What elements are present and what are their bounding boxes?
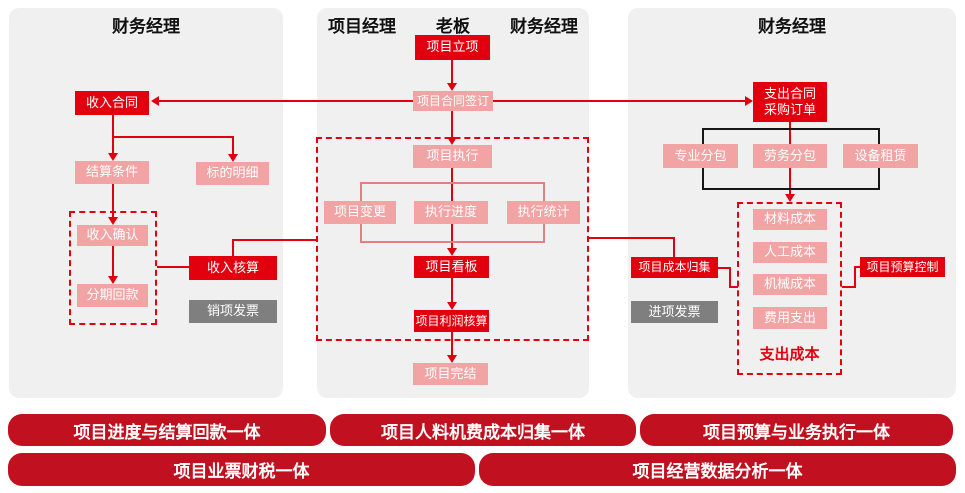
expense-contract-line1: 支出合同 <box>763 85 816 101</box>
arrowhead-into-expense-contract <box>745 96 753 106</box>
node-professional-subcontract: 专业分包 <box>663 144 738 168</box>
arrowhead-into-project-kanban <box>447 248 457 256</box>
flow-line <box>112 114 114 138</box>
middle-title-boss: 老板 <box>436 17 470 36</box>
panel-income-finance <box>9 8 283 398</box>
middle-title-finance-manager: 财务经理 <box>510 17 578 36</box>
arrowhead-into-project-execution <box>447 137 457 145</box>
banner-cost-collection: 项目人料机费成本归集一体 <box>330 414 636 446</box>
node-subject-detail: 标的明细 <box>196 162 269 185</box>
node-execution-statistics: 执行统计 <box>507 201 580 224</box>
node-input-invoice: 进项发票 <box>631 301 718 323</box>
flow-line <box>451 60 453 84</box>
arrowhead-into-project-completion <box>447 355 457 363</box>
right-panel-title: 财务经理 <box>758 17 826 36</box>
flow-line <box>112 184 114 217</box>
flow-line <box>729 267 731 288</box>
node-labor-subcontract: 劳务分包 <box>753 144 827 168</box>
expense-cost-group-box <box>737 202 842 375</box>
flow-line <box>854 266 856 288</box>
node-contract-signing: 项目合同签订 <box>413 91 493 111</box>
flow-line <box>451 278 453 303</box>
flow-line <box>112 136 234 138</box>
flow-line <box>232 239 234 257</box>
flow-line <box>854 266 861 268</box>
node-project-change: 项目变更 <box>324 201 396 224</box>
node-expense-outlay: 费用支出 <box>753 307 827 329</box>
expense-cost-label: 支出成本 <box>759 346 820 363</box>
node-cost-collection: 项目成本归集 <box>631 257 718 278</box>
node-project-execution: 项目执行 <box>413 145 492 168</box>
flow-line <box>157 266 189 268</box>
arrowhead-into-installment <box>108 276 118 284</box>
flow-line <box>718 267 731 269</box>
flow-line <box>112 245 114 276</box>
node-installment-collection: 分期回款 <box>77 284 148 307</box>
flow-line <box>842 286 856 288</box>
node-project-initiation: 项目立项 <box>415 35 490 60</box>
flow-line <box>493 100 746 102</box>
arrowhead-into-subject-detail <box>228 154 238 162</box>
project-execution-group-box <box>316 137 589 341</box>
middle-title-project-manager: 项目经理 <box>328 17 396 36</box>
middle-panel-titles: 项目经理 老板 财务经理 <box>317 12 589 37</box>
left-panel-title: 财务经理 <box>112 17 180 36</box>
flow-line <box>729 286 738 288</box>
node-profit-accounting: 项目利润核算 <box>414 310 489 332</box>
node-project-completion: 项目完结 <box>413 363 488 385</box>
node-project-kanban: 项目看板 <box>414 256 489 278</box>
banner-progress-settlement: 项目进度与结算回款一体 <box>8 414 326 446</box>
arrowhead-into-income-contract <box>151 96 159 106</box>
arrowhead-into-expense-costs <box>785 194 795 202</box>
arrowhead-into-contract-signing <box>447 83 457 91</box>
node-income-accounting: 收入核算 <box>189 256 277 280</box>
arrowhead-into-profit-accounting <box>447 302 457 310</box>
flow-line <box>451 110 453 138</box>
arrowhead-into-settlement-terms <box>108 153 118 161</box>
banner-budget-execution: 项目预算与业务执行一体 <box>640 414 953 446</box>
expense-contract-line2: 采购订单 <box>763 102 816 117</box>
node-settlement-terms: 结算条件 <box>75 161 149 184</box>
banner-invoice-tax: 项目业票财税一体 <box>8 453 475 486</box>
node-equipment-rental: 设备租赁 <box>843 144 918 168</box>
node-income-contract: 收入合同 <box>75 91 149 115</box>
node-execution-progress: 执行进度 <box>414 201 488 224</box>
income-confirm-group-box <box>69 211 157 325</box>
node-expense-contract: 支出合同 采购订单 <box>753 82 827 122</box>
node-income-confirm: 收入确认 <box>77 225 148 246</box>
flow-line <box>112 136 114 154</box>
node-output-invoice: 销项发票 <box>189 300 277 323</box>
flow-line <box>673 237 675 257</box>
node-labor-cost: 人工成本 <box>753 242 827 263</box>
flow-line <box>232 136 234 155</box>
node-material-cost: 材料成本 <box>753 209 827 230</box>
node-machinery-cost: 机械成本 <box>753 274 827 295</box>
arrowhead-into-income-confirm <box>108 217 118 225</box>
banner-data-analysis: 项目经营数据分析一体 <box>479 453 956 486</box>
flow-line <box>232 239 316 241</box>
flow-line <box>589 237 675 239</box>
node-budget-control: 项目预算控制 <box>860 257 945 277</box>
flow-line <box>451 332 453 356</box>
flow-line <box>159 100 413 102</box>
